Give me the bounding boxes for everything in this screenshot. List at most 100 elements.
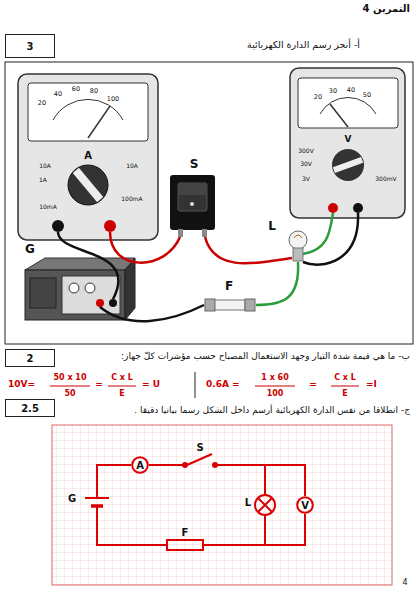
scale-number: 30: [329, 88, 337, 95]
circuit-schematic-part: [255, 495, 275, 515]
formula-term: 10V=: [8, 379, 35, 389]
switch: [170, 175, 215, 237]
fuse-part: [215, 300, 245, 310]
part-name: F: [182, 527, 189, 539]
formula-term: E: [342, 389, 347, 398]
circuit-schematic: [85, 454, 305, 550]
part-name: L: [268, 220, 276, 234]
voltmeter-part: [353, 203, 363, 213]
scale-number: 50: [363, 92, 371, 99]
range-label: 3V: [302, 176, 310, 183]
ammeter-part: [73, 168, 104, 202]
circuit-schematic-part: [91, 504, 103, 508]
score-box: 2: [5, 349, 55, 367]
formula-term: 100: [267, 389, 284, 398]
ammeter-part: [28, 83, 148, 141]
part-name: S: [196, 442, 203, 454]
switch-part: [202, 229, 207, 237]
range-label: 300mV: [375, 176, 396, 183]
node-text: 2.5: [21, 403, 39, 414]
circuit-schematic-part: [187, 454, 212, 465]
scale-number: 100: [107, 96, 119, 103]
fraction-bars-part: [255, 386, 295, 387]
part-name: S: [190, 158, 199, 172]
wires-part: [205, 237, 292, 263]
formula-term: =: [309, 379, 317, 389]
score-box: 3: [5, 34, 55, 58]
part-name: F: [225, 280, 233, 294]
lamp: [289, 231, 307, 261]
part-name: G: [25, 243, 35, 257]
meter-symbol: V: [296, 496, 314, 514]
scale-number: 40: [347, 87, 355, 94]
exercise-title: التمرين 4: [363, 3, 410, 15]
node-text: 3: [27, 41, 34, 52]
wires-part: [256, 262, 298, 305]
answer-grid-part: [52, 425, 392, 585]
circuit-schematic-part: [264, 515, 266, 545]
switch-part: [178, 229, 183, 237]
ammeter-part: [68, 165, 108, 205]
range-label: 10A: [39, 163, 51, 170]
lamp-part: [289, 231, 307, 249]
switch-part: [178, 183, 207, 195]
generator-part: [125, 258, 135, 320]
voltmeter-part: [298, 78, 398, 128]
fraction-bars-part: [50, 386, 90, 387]
wires-part: [303, 213, 333, 254]
range-label: 10mA: [39, 204, 57, 211]
ammeter-part: [18, 74, 158, 240]
scale-number: 60: [72, 86, 80, 93]
wires-part: [100, 305, 204, 321]
lamp-part: [294, 235, 302, 238]
circle-outline: [132, 457, 148, 473]
node-text: A: [136, 460, 144, 471]
node-text: 2: [27, 353, 34, 364]
voltmeter-part: [333, 157, 363, 173]
wires-part: [303, 213, 358, 265]
circuit-schematic-part: [149, 464, 185, 466]
fraction-bars: [50, 372, 359, 398]
ammeter-part: [52, 220, 64, 232]
generator-part: [69, 283, 79, 293]
switch-part: [190, 202, 194, 206]
range-label: 30V: [300, 161, 312, 168]
formula-term: = U: [142, 379, 160, 389]
ammeter-part: [88, 106, 110, 138]
fraction-bars-part: [331, 386, 359, 387]
scale-number: 20: [38, 100, 46, 107]
circuit-schematic-part: [97, 465, 131, 498]
voltmeter: [290, 68, 405, 218]
generator-part: [109, 299, 117, 307]
formula-term: =I: [366, 379, 377, 389]
scale-number: 40: [54, 91, 62, 98]
formula-term: C x L: [111, 373, 133, 382]
page-number: 4: [402, 578, 407, 587]
circle-outline: [297, 497, 313, 513]
range-label: 100mA: [121, 196, 142, 203]
switch-part: [178, 183, 207, 211]
circuit-schematic-part: [215, 465, 305, 496]
part-name: V: [345, 134, 352, 144]
part-name: G: [68, 493, 76, 505]
voltmeter-part: [330, 104, 348, 127]
circuit-schematic-part: [97, 506, 167, 545]
ammeter-part: [104, 220, 116, 232]
generator-part: [85, 283, 95, 293]
circuit-schematic-part: [203, 514, 305, 545]
score-box: 2.5: [5, 399, 55, 417]
circuit-schematic-part: [258, 498, 272, 512]
question: ج- انطلاقا من نفس الدارة الكهربائية أرسم…: [134, 405, 410, 415]
answer-grid: [52, 425, 392, 585]
wires: [58, 213, 358, 321]
circuit-schematic-part: [167, 540, 203, 550]
fraction-bars-part: [108, 386, 136, 387]
circuit-schematic-part: [85, 497, 109, 499]
node-text: V: [301, 500, 309, 511]
voltmeter-part: [332, 149, 364, 181]
meter-symbol: A: [131, 456, 149, 474]
part-name: A: [84, 150, 92, 162]
fuse-part: [245, 299, 255, 311]
formula-term: 50: [64, 389, 75, 398]
